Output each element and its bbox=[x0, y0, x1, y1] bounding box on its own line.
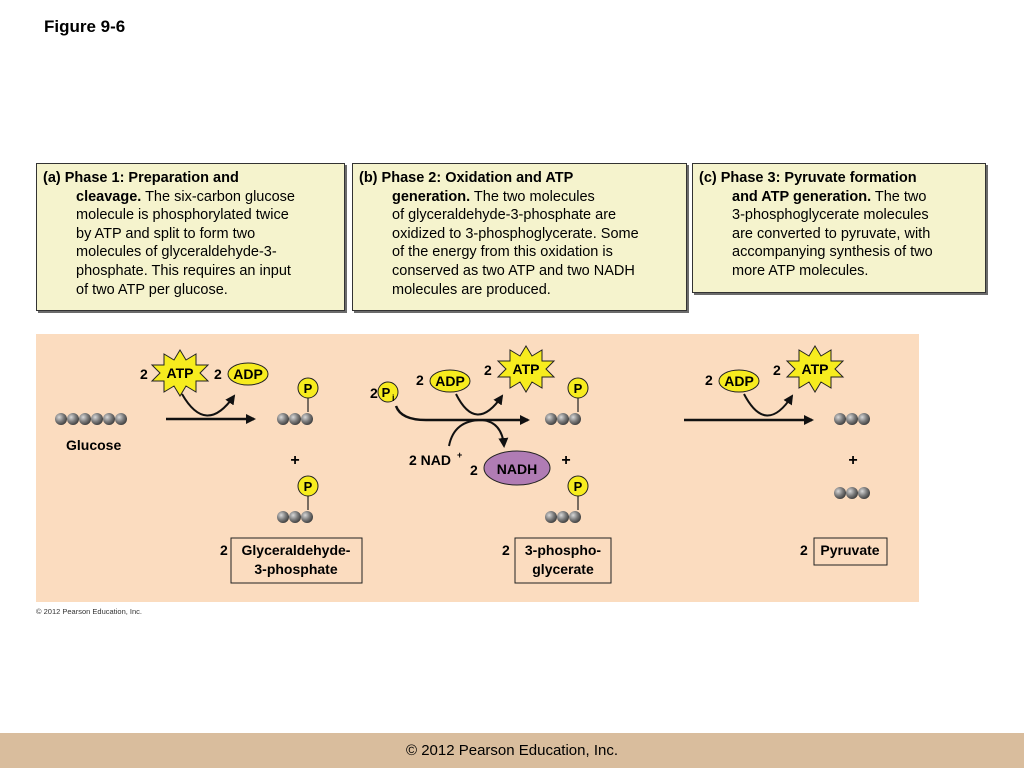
phosphate-label: P bbox=[304, 381, 313, 396]
g3p-label-box bbox=[230, 537, 363, 584]
adp-label: ADP bbox=[724, 373, 754, 389]
plus-sign: + bbox=[290, 452, 299, 469]
phosphate-label: P bbox=[574, 479, 583, 494]
adp-to-atp-arrow bbox=[743, 393, 794, 417]
adp-coefficient: 2 bbox=[214, 366, 222, 382]
nad-to-nadh-arrow bbox=[448, 418, 509, 448]
phase-c-line: more ATP molecules. bbox=[732, 262, 869, 279]
phase-a-line: by ATP and split to form two bbox=[76, 225, 256, 242]
pg-label-line1: 3-phospho- bbox=[525, 542, 602, 558]
pi-subscript: i bbox=[392, 393, 395, 403]
adp-oval-icon bbox=[718, 369, 760, 393]
phase-a-line: molecules of glyceraldehyde-3- bbox=[76, 244, 277, 261]
phase-a-line: molecule is phosphorylated twice bbox=[76, 207, 289, 224]
phase-c-heading: (c) Phase 3: Pyruvate formation bbox=[699, 170, 917, 186]
phase-b-heading: (b) Phase 2: Oxidation and ATP bbox=[359, 170, 574, 186]
adp-oval-icon bbox=[227, 362, 269, 386]
atp-star-icon bbox=[150, 349, 210, 397]
atp-star-icon bbox=[785, 345, 845, 393]
3-phosphoglycerate-molecule bbox=[545, 475, 589, 523]
glucose-label: Glucose bbox=[66, 437, 121, 453]
atp-star-icon bbox=[496, 345, 556, 393]
nadh-oval-icon bbox=[483, 450, 551, 486]
phase-a-line: cleavage. The six-carbon glucose bbox=[76, 188, 295, 205]
nadh-label: NADH bbox=[497, 461, 537, 477]
phase-1-description-box: (a) Phase 1: Preparation and cleavage. T… bbox=[36, 163, 345, 311]
atp-label: ATP bbox=[802, 361, 829, 377]
phase-c-line: accompanying synthesis of two bbox=[732, 244, 933, 261]
phase-c-line: and ATP generation. The two bbox=[732, 188, 927, 205]
pyruvate-coefficient: 2 bbox=[800, 542, 808, 558]
phase-b-line: of glyceraldehyde-3-phosphate are bbox=[392, 207, 617, 224]
phase-3-description-box: (c) Phase 3: Pyruvate formation and ATP … bbox=[692, 163, 986, 293]
nad-superscript: + bbox=[457, 450, 462, 460]
glyceraldehyde-3-phosphate-molecule bbox=[277, 475, 319, 523]
phase-a-heading: (a) Phase 1: Preparation and bbox=[43, 170, 239, 186]
pyruvate-molecule bbox=[834, 487, 870, 499]
atp-label: ATP bbox=[513, 361, 540, 377]
phase-b-line: conserved as two ATP and two NADH bbox=[392, 262, 635, 279]
pi-label: P bbox=[382, 385, 391, 400]
footer-copyright: © 2012 Pearson Education, Inc. bbox=[405, 742, 619, 759]
g3p-label-line1: Glyceraldehyde- bbox=[242, 542, 351, 558]
3-phosphoglycerate-molecule bbox=[545, 377, 589, 425]
phase-c-line: are converted to pyruvate, with bbox=[732, 225, 931, 242]
nadh-coefficient: 2 bbox=[470, 462, 478, 478]
nad-label: 2 NAD bbox=[409, 452, 451, 468]
copyright-small: © 2012 Pearson Education, Inc. bbox=[36, 607, 143, 616]
phase-b-line: generation. The two molecules bbox=[392, 188, 595, 205]
pyruvate-label: Pyruvate bbox=[820, 542, 879, 558]
atp-coefficient: 2 bbox=[773, 362, 781, 378]
footer-bar: © 2012 Pearson Education, Inc. bbox=[0, 733, 1024, 768]
atp-coefficient: 2 bbox=[140, 366, 148, 382]
atp-label: ATP bbox=[167, 365, 194, 381]
pg-coefficient: 2 bbox=[502, 542, 510, 558]
phase-c-line: 3-phosphoglycerate molecules bbox=[732, 207, 929, 224]
phase-a-line: phosphate. This requires an input bbox=[76, 262, 291, 279]
adp-label: ADP bbox=[435, 373, 465, 389]
g3p-coefficient: 2 bbox=[220, 542, 228, 558]
adp-coefficient: 2 bbox=[416, 372, 424, 388]
phase-b-line: of the energy from this oxidation is bbox=[392, 244, 613, 261]
pi-coefficient: 2 bbox=[370, 385, 378, 401]
figure-title: Figure 9-6 bbox=[44, 17, 126, 36]
adp-label: ADP bbox=[233, 366, 263, 382]
g3p-label-line2: 3-phosphate bbox=[254, 561, 337, 577]
phase-b-line: molecules are produced. bbox=[392, 281, 551, 298]
adp-to-atp-arrow bbox=[455, 393, 504, 416]
plus-sign: + bbox=[848, 452, 857, 469]
atp-coefficient: 2 bbox=[484, 362, 492, 378]
phase-2-reaction-arrow bbox=[394, 405, 530, 425]
phosphate-label: P bbox=[304, 479, 313, 494]
pg-label-line2: glycerate bbox=[532, 561, 594, 577]
plus-sign: + bbox=[561, 452, 570, 469]
glyceraldehyde-3-phosphate-molecule bbox=[277, 377, 319, 425]
atp-to-adp-arrow bbox=[181, 393, 236, 417]
adp-coefficient: 2 bbox=[705, 372, 713, 388]
inorganic-phosphate-icon bbox=[377, 381, 399, 403]
pyruvate-label-box bbox=[813, 537, 888, 566]
glycolysis-pathway-diagram: Glucose 2 ATP 2 ADP P + P 2 Glyceraldehy… bbox=[36, 334, 919, 602]
pyruvate-molecule bbox=[834, 413, 870, 425]
phase-a-line: of two ATP per glucose. bbox=[76, 281, 228, 298]
adp-oval-icon bbox=[429, 369, 471, 393]
pg-label-box bbox=[514, 537, 612, 584]
phosphate-label: P bbox=[574, 381, 583, 396]
phase-2-description-box: (b) Phase 2: Oxidation and ATP generatio… bbox=[352, 163, 687, 311]
phase-b-line: oxidized to 3-phosphoglycerate. Some bbox=[392, 225, 639, 242]
glucose-molecule bbox=[55, 413, 127, 425]
